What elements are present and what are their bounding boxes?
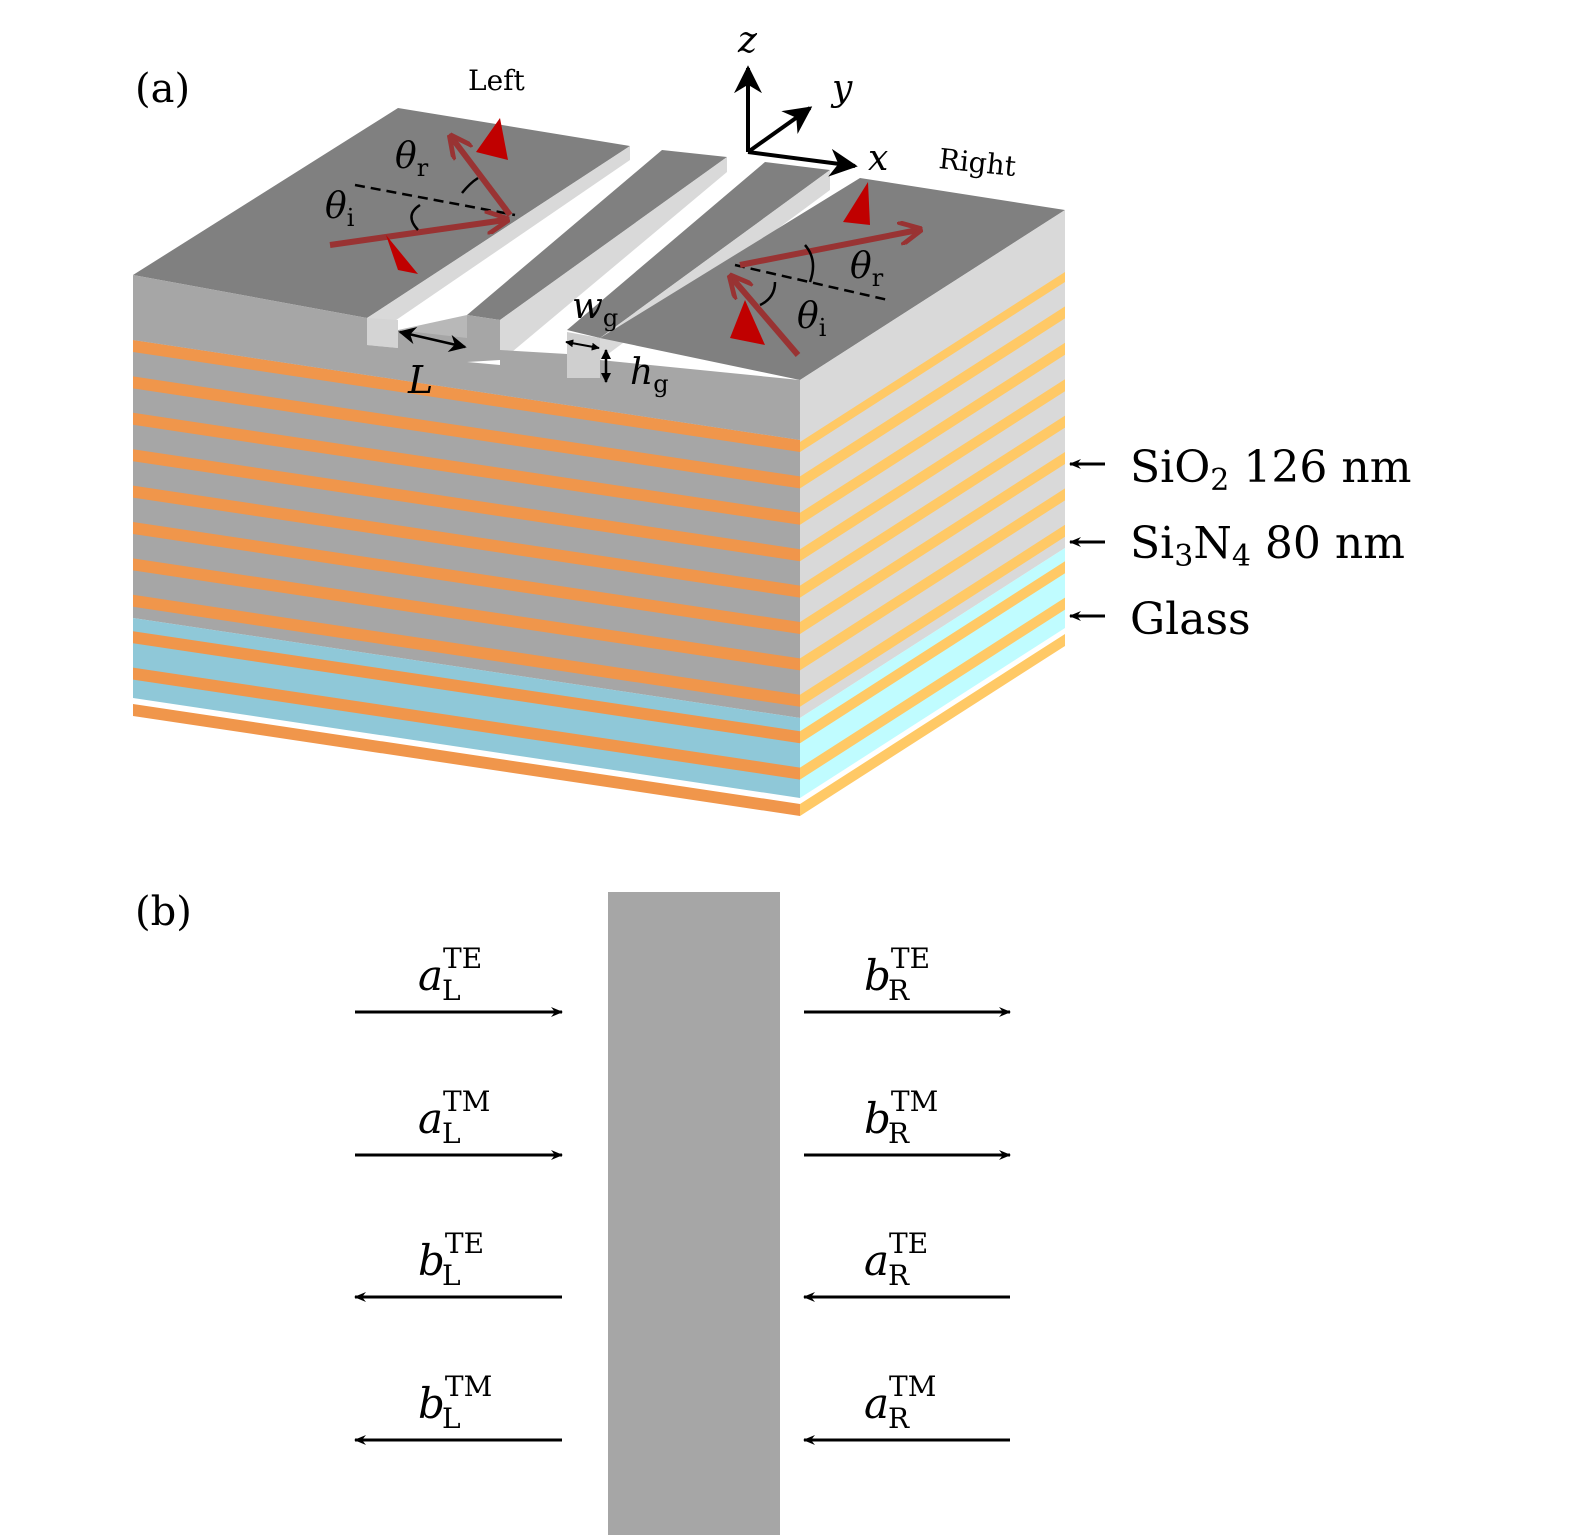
si3n4-stripe-side (800, 379, 1065, 562)
reflected-beam-right (739, 230, 918, 268)
dimension-annotations: L wg hg (398, 286, 669, 402)
incident-beam-left (329, 220, 505, 248)
polarization-cone-right-bottom (730, 300, 765, 345)
panel-a: (a) (133, 20, 1411, 816)
angle-arc-i-right (759, 281, 777, 307)
panel-b-label: (b) (135, 889, 192, 935)
grating-top (133, 108, 1065, 442)
si3n4-stripe-side (800, 342, 1065, 525)
period-arrow (398, 327, 467, 352)
width-arrow (565, 339, 600, 351)
si3n4-stripe-front (133, 449, 800, 562)
si3n4-stripe-front (133, 631, 800, 744)
angle-arc-i-left (410, 203, 421, 231)
si3n4-stripe-front (133, 412, 800, 525)
si3n4-stripe-front (133, 522, 800, 634)
top-layer-front (133, 275, 800, 440)
top-layer-side (800, 210, 1065, 442)
polarization-cone-left-bottom (386, 235, 418, 274)
theta-i-left: θi (325, 186, 355, 232)
polarization-cone-left-top (476, 118, 508, 160)
beams-right: Right (730, 142, 1018, 357)
si3n4-stripe-front (133, 376, 800, 489)
si3n4-stripe-side (800, 634, 1065, 816)
period-label: L (407, 358, 433, 402)
layer-stack (133, 270, 1065, 816)
grating-ridge-2 (567, 162, 830, 338)
z-axis-label: z (737, 20, 758, 61)
top-pad-right (600, 178, 1065, 380)
si3n4-stripe-front (133, 667, 800, 780)
si3n4-stripe-side (800, 597, 1065, 780)
height-label: hg (630, 352, 669, 398)
right-label: Right (937, 142, 1018, 183)
reflected-beam-left (452, 138, 513, 217)
beams-left: Left (329, 64, 526, 274)
x-axis (747, 148, 858, 177)
scattering-slab (608, 892, 780, 1535)
si3n4-stripe-front (133, 558, 800, 671)
theta-r-left: θr (395, 136, 429, 182)
top-pad-left (133, 108, 630, 318)
angle-arc-r-right (804, 244, 815, 283)
theta-r-right: θr (850, 246, 884, 292)
grating-ridge-1 (467, 150, 727, 320)
si3n4-stripe-side (800, 270, 1065, 452)
si3n4-stripe-front (133, 340, 800, 452)
left-label: Left (468, 64, 526, 97)
glass-label: Glass (1130, 594, 1251, 645)
y-axis-label: y (830, 68, 853, 109)
theta-i-right: θi (797, 296, 827, 342)
angle-arc-r-left (461, 176, 479, 194)
panel-a-label: (a) (135, 66, 190, 112)
coordinate-axes: z y x (734, 20, 888, 179)
incident-beam-right (732, 278, 801, 357)
si3n4-stripe-side (800, 524, 1065, 707)
width-label: wg (572, 286, 618, 332)
si3n4-stripe-side (800, 561, 1065, 744)
x-axis-label: x (868, 138, 888, 179)
stack-side-face (800, 270, 1065, 718)
si3n4-stripe-side (800, 488, 1065, 671)
si3n4-stripe-front (133, 594, 800, 707)
si3n4-stripe-side (800, 415, 1065, 598)
angle-labels: θr θi θr θi (325, 136, 884, 342)
si3n4-stripe-front (133, 704, 800, 816)
y-axis (746, 106, 813, 154)
normal-dashed-right (734, 263, 889, 302)
si3n4-stripe-front (133, 485, 800, 598)
polarization-cone-right-top (843, 182, 870, 225)
si3n4-stripe-side (800, 306, 1065, 489)
si3n4-stripe-side (800, 452, 1065, 634)
